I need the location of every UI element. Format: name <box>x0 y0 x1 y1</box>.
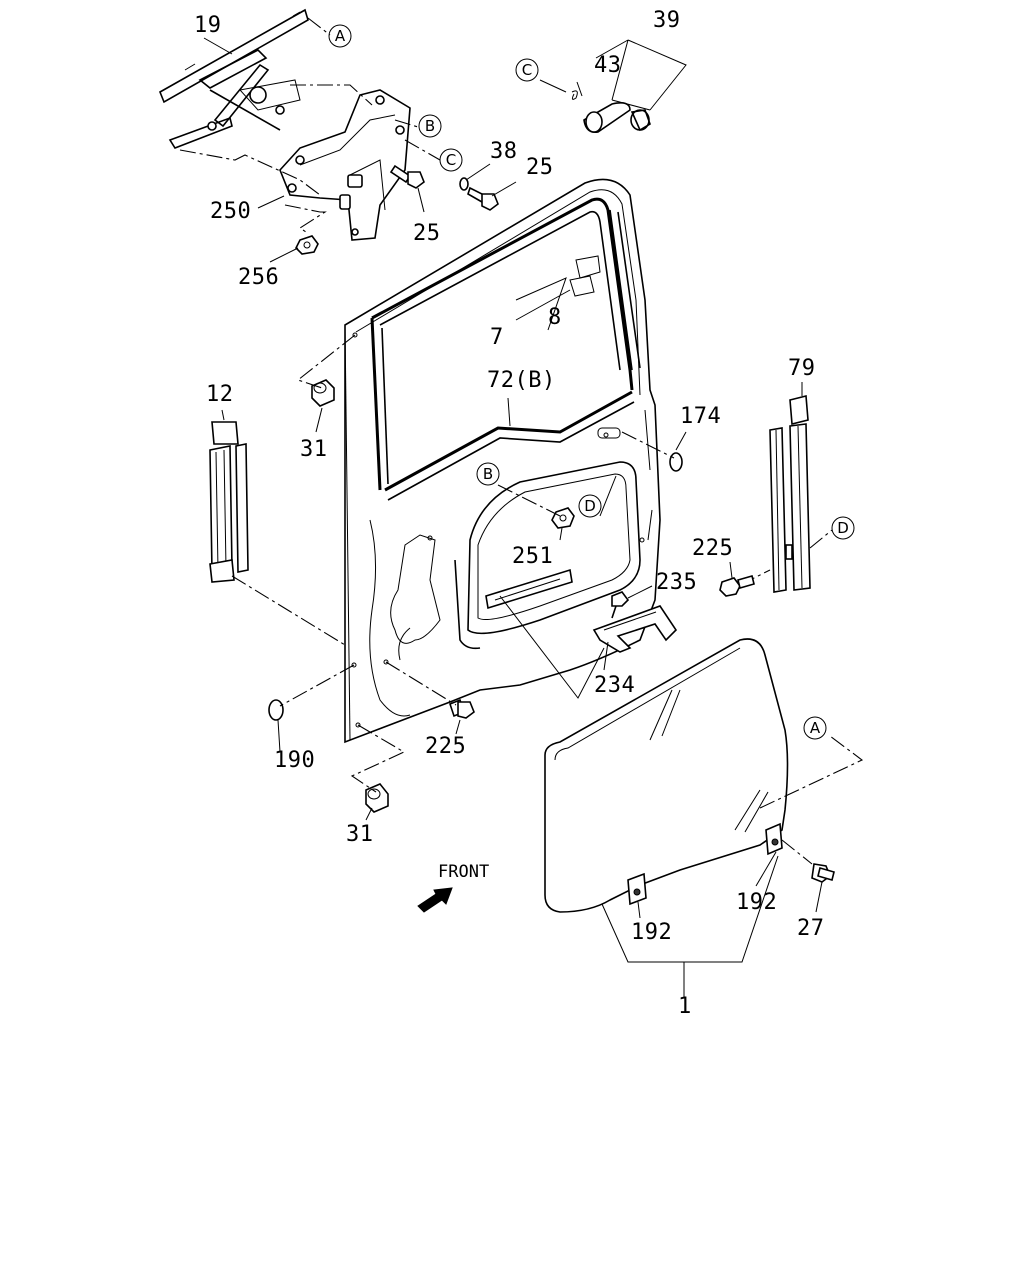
svg-text:C: C <box>446 151 456 169</box>
svg-text:C: C <box>522 61 532 79</box>
channel-79 <box>739 394 833 593</box>
svg-text:A: A <box>335 27 346 45</box>
callout-192b: 192 <box>736 890 777 915</box>
callout-225a: 225 <box>692 536 733 561</box>
ref-circle-A2: A <box>803 716 827 740</box>
handle-39 <box>571 81 651 134</box>
window-regulator <box>158 8 441 241</box>
callout-31a: 31 <box>300 437 328 462</box>
nut-256 <box>295 235 319 255</box>
callout-25a: 25 <box>526 155 554 180</box>
plug-190 <box>268 699 284 721</box>
callout-72b: 72(B) <box>487 368 556 393</box>
callout-234: 234 <box>594 673 635 698</box>
svg-text:A: A <box>810 719 821 737</box>
front-label: FRONT <box>438 862 489 882</box>
callout-31b: 31 <box>346 822 374 847</box>
callout-43: 43 <box>594 53 622 78</box>
callout-8: 8 <box>548 305 562 330</box>
callout-192a: 192 <box>631 920 672 945</box>
callout-79: 79 <box>788 356 816 381</box>
bolt-25b <box>467 186 499 211</box>
ref-circle-B1: B <box>418 114 442 138</box>
callout-12: 12 <box>206 382 234 407</box>
callout-174: 174 <box>680 404 721 429</box>
bolt-225b <box>449 698 475 719</box>
callout-38: 38 <box>490 139 518 164</box>
ref-circle-A1: A <box>328 24 352 48</box>
ref-circle-C1: C <box>439 148 463 172</box>
ref-circle-C2: C <box>515 58 539 82</box>
callout-251: 251 <box>512 544 553 569</box>
callout-39: 39 <box>653 8 681 33</box>
door-panel <box>344 178 661 744</box>
callout-1: 1 <box>678 994 692 1019</box>
callout-225b: 225 <box>425 734 466 759</box>
callout-250: 250 <box>210 199 251 224</box>
callout-19: 19 <box>194 13 222 38</box>
washer-38 <box>459 177 469 191</box>
leader-lines <box>203 37 823 998</box>
stopper-31a <box>311 379 335 407</box>
callout-27: 27 <box>797 916 825 941</box>
ref-circle-B2: B <box>476 462 500 486</box>
svg-text:D: D <box>837 519 849 537</box>
bolt-25a <box>389 164 425 189</box>
svg-text:D: D <box>584 497 596 515</box>
dashed-link-lines <box>279 334 864 865</box>
plug-174 <box>669 452 683 472</box>
callout-25b: 25 <box>413 221 441 246</box>
glass-1 <box>544 638 789 913</box>
bracket-234 <box>592 591 678 653</box>
front-indicator: FRONT <box>417 862 489 913</box>
svg-text:B: B <box>483 465 493 483</box>
bolt-27 <box>811 863 835 883</box>
front-arrow-icon <box>417 887 453 913</box>
ref-circle-D1: D <box>578 494 602 518</box>
channel-12 <box>209 421 346 646</box>
callout-7: 7 <box>490 325 504 350</box>
ref-circle-D2: D <box>831 516 855 540</box>
nut-251 <box>551 507 575 529</box>
callout-235: 235 <box>656 570 697 595</box>
svg-text:B: B <box>425 117 435 135</box>
stopper-31b <box>365 783 389 813</box>
bolt-225a <box>719 575 755 597</box>
callout-labels: 19 39 43 38 25 25 250 256 7 8 72(B) 12 3… <box>194 8 825 1019</box>
callout-190: 190 <box>274 748 315 773</box>
callout-256: 256 <box>238 265 279 290</box>
